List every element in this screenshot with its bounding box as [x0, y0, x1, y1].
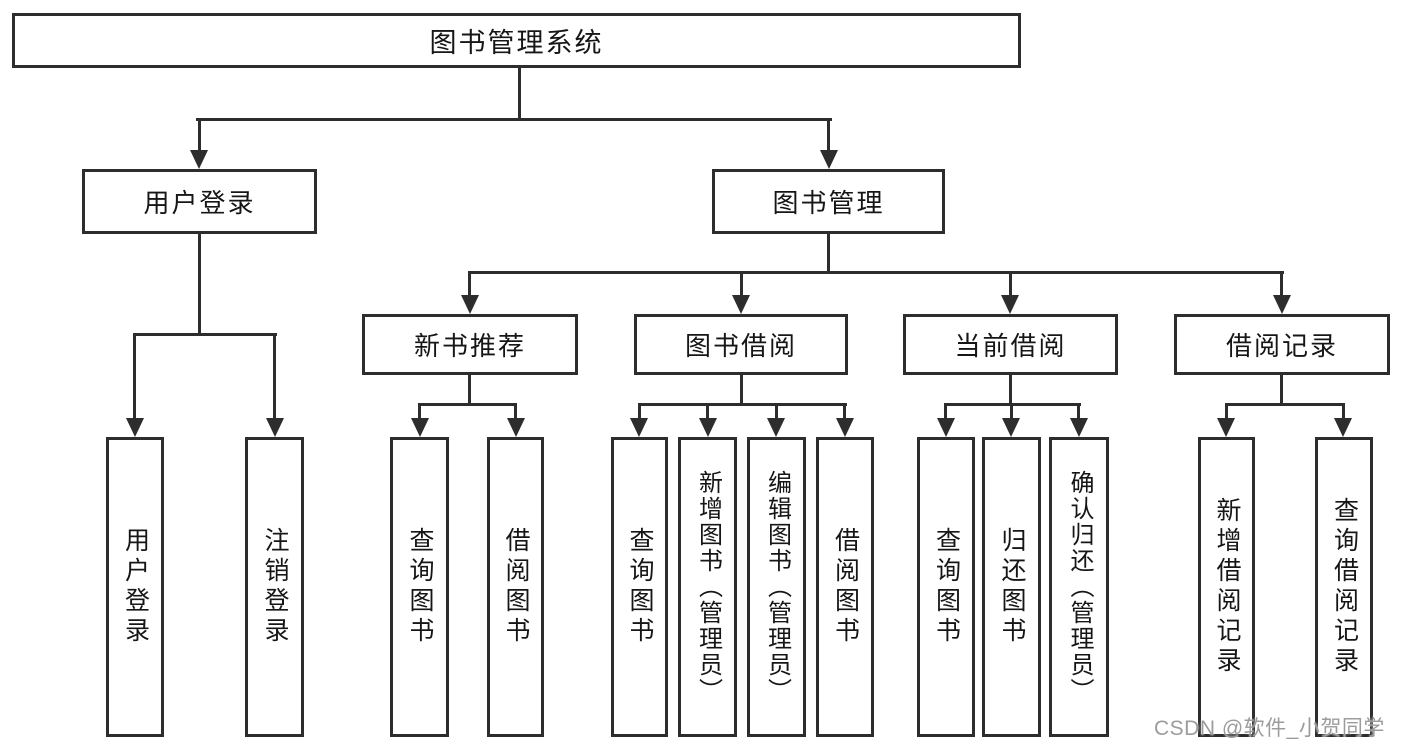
node-user-login-leaf: 用户登录 [106, 437, 164, 737]
connector-line [418, 403, 421, 421]
arrowhead-icon [732, 295, 750, 314]
node-query-books-under-current: 查询图书 [917, 437, 975, 737]
connector-line [1280, 271, 1283, 298]
arrowhead-icon [1070, 418, 1088, 437]
connector-line [740, 271, 743, 298]
connector-line [196, 118, 832, 121]
connector-line [468, 373, 471, 406]
connector-line [198, 231, 201, 336]
node-book-borrowing: 图书借阅 [634, 314, 848, 375]
connector-line [518, 64, 521, 121]
node-borrow-books-under-borrowing: 借阅图书 [816, 437, 874, 737]
node-query-books-under-recommend: 查询图书 [390, 437, 449, 737]
node-new-book-recommendation: 新书推荐 [362, 314, 578, 375]
connector-line [133, 333, 277, 336]
connector-line [468, 271, 1284, 274]
connector-line [1225, 403, 1345, 406]
arrowhead-icon [1002, 418, 1020, 437]
connector-line [827, 118, 830, 153]
connector-line [273, 333, 276, 421]
node-add-books-admin: 新增图书（管理员） [678, 437, 737, 737]
connector-line [1280, 373, 1283, 406]
arrowhead-icon [461, 295, 479, 314]
connector-line [133, 333, 136, 421]
arrowhead-icon [767, 418, 785, 437]
node-logout-leaf: 注销登录 [245, 437, 304, 737]
arrowhead-icon [266, 418, 284, 437]
connector-line [827, 231, 830, 274]
arrowhead-icon [190, 150, 208, 169]
arrowhead-icon [1273, 295, 1291, 314]
node-book-management: 图书管理 [712, 169, 945, 234]
arrowhead-icon [126, 418, 144, 437]
node-book-management-system: 图书管理系统 [12, 13, 1021, 68]
connector-line [638, 403, 641, 421]
connector-line [638, 403, 847, 406]
arrowhead-icon [836, 418, 854, 437]
connector-line [1077, 403, 1080, 421]
connector-line [198, 118, 201, 153]
node-borrow-books-under-recommend: 借阅图书 [487, 437, 544, 737]
arrowhead-icon [937, 418, 955, 437]
node-current-borrowing: 当前借阅 [903, 314, 1118, 375]
watermark-text: CSDN @软件_小贺同学 [1154, 717, 1385, 740]
node-query-borrow-record: 查询借阅记录 [1315, 437, 1373, 737]
connector-line [1009, 271, 1012, 298]
connector-line [468, 271, 471, 298]
node-borrowing-records: 借阅记录 [1174, 314, 1390, 375]
arrowhead-icon [1334, 418, 1352, 437]
arrowhead-icon [411, 418, 429, 437]
connector-line [775, 403, 778, 421]
arrowhead-icon [820, 150, 838, 169]
connector-line [1342, 403, 1345, 421]
node-return-books: 归还图书 [982, 437, 1041, 737]
connector-line [706, 403, 709, 421]
node-confirm-return-admin: 确认归还（管理员） [1049, 437, 1109, 737]
arrowhead-icon [630, 418, 648, 437]
connector-line [944, 403, 947, 421]
connector-line [1009, 373, 1012, 406]
connector-line [514, 403, 517, 421]
arrowhead-icon [699, 418, 717, 437]
connector-line [1225, 403, 1228, 421]
connector-line [843, 403, 846, 421]
connector-line [740, 373, 743, 406]
node-user-login: 用户登录 [82, 169, 317, 234]
arrowhead-icon [507, 418, 525, 437]
node-query-books-under-borrowing: 查询图书 [611, 437, 668, 737]
arrowhead-icon [1217, 418, 1235, 437]
connector-line [1010, 403, 1013, 421]
node-add-borrow-record: 新增借阅记录 [1198, 437, 1255, 737]
arrowhead-icon [1001, 295, 1019, 314]
connector-line [418, 403, 517, 406]
node-edit-books-admin: 编辑图书（管理员） [747, 437, 806, 737]
